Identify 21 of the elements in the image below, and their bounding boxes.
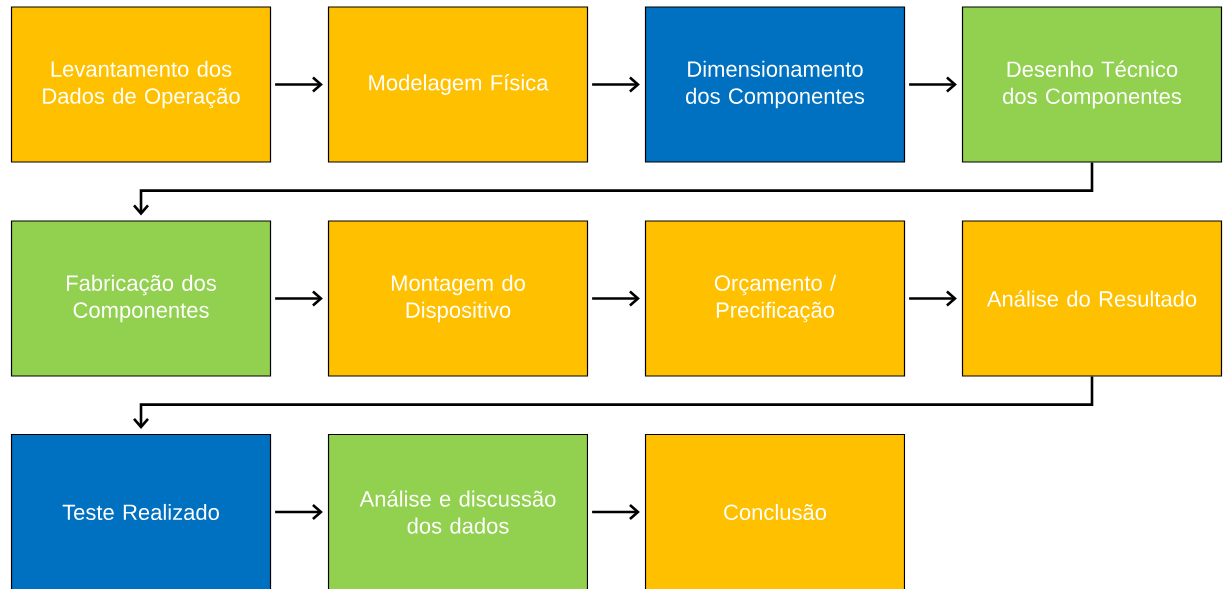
arrow [592,76,640,93]
process-box: Desenho Técnico dos Componentes [961,6,1223,163]
process-box: Conclusão [644,433,906,589]
arrow [909,290,957,307]
arrow [592,290,640,307]
process-box: Análise e discussão dos dados [327,433,589,589]
arrow [275,290,323,307]
process-box: Dimensionamento dos Componentes [644,6,906,163]
arrow [133,376,1094,429]
arrow [592,504,640,520]
process-box: Orçamento / Precificação [644,220,906,377]
process-box: Análise do Resultado [961,220,1223,377]
arrow [275,504,323,520]
process-box: Levantamento dos Dados de Operação [10,6,272,163]
arrow [133,162,1094,216]
process-box: Montagem do Dispositivo [327,220,589,377]
arrow [909,76,957,93]
process-box: Teste Realizado [10,433,272,589]
arrow [275,76,323,93]
process-box: Modelagem Física [327,6,589,163]
process-box: Fabricação dos Componentes [10,220,272,377]
